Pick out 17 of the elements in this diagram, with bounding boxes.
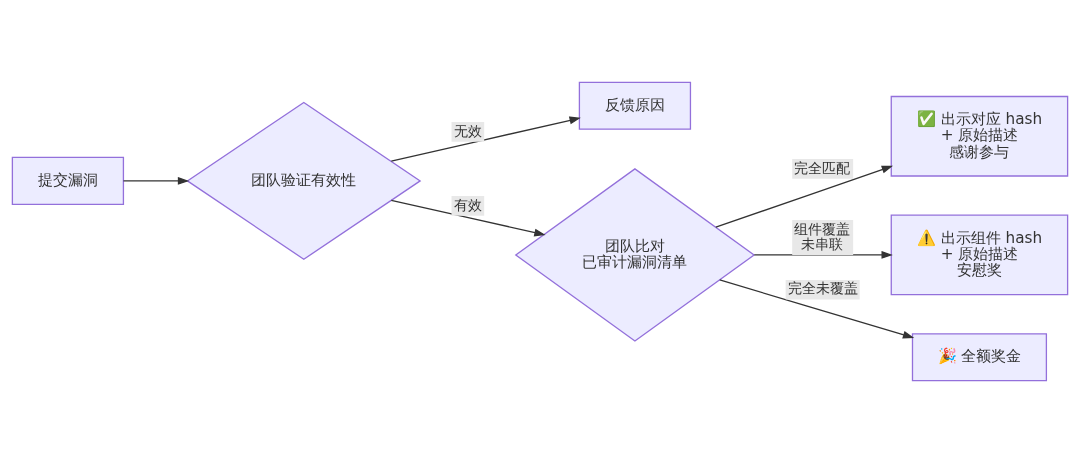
edge-label: 完全匹配 [794,159,851,176]
arrow [390,116,581,162]
node-diamond: 团队验证有效性 [186,101,422,261]
edge-label: 无效 [453,122,482,139]
edge-label: 有效 [453,196,482,213]
arrow [122,176,190,185]
edge-label: 完全未覆盖 [787,280,858,297]
arrow [390,199,546,237]
node-box: 🎉 全额奖金 [911,333,1048,382]
node-box: ✅ 出示对应 hash + 原始描述 感谢参与 [890,95,1069,177]
node-box: 反馈原因 [578,81,692,130]
node-box: 提交漏洞 [11,156,125,205]
edge-label: 组件覆盖未串联 [794,220,851,252]
node-box: ⚠ 出示组件 hash + 原始描述 安慰奖 [890,214,1069,296]
node-diamond: 团队比对 已审计漏洞清单 [514,168,756,342]
arrow [715,165,894,228]
arrow [753,250,893,259]
